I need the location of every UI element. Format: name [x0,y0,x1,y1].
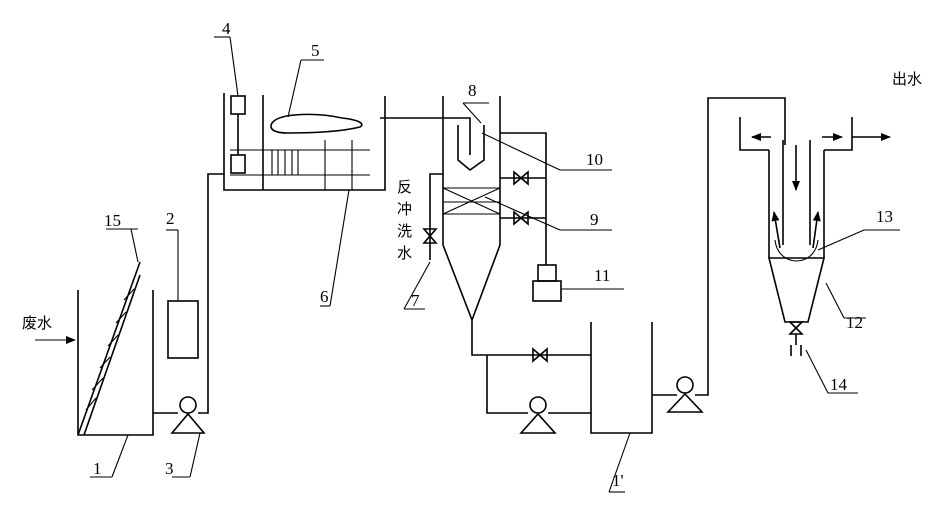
label-15: 15 [104,211,121,230]
valve-7 [422,228,438,244]
equipment-2 [167,300,199,359]
pump-settler [676,376,694,394]
label-9: 9 [590,210,599,229]
label-5: 5 [311,41,320,60]
backwash-char-4: 水 [397,244,412,262]
backwash-char-1: 反 [397,178,412,196]
valve-bottom [532,347,548,363]
label-7: 7 [411,291,420,310]
label-14: 14 [830,375,848,394]
tank-1-prime [590,322,653,434]
label-10: 10 [586,150,603,169]
label-3: 3 [165,459,174,478]
valve-9a [513,170,529,186]
backwash-char-3: 洗 [397,222,412,240]
filter-unit [442,96,501,323]
membrane-5 [270,113,363,134]
sensor-lower [230,154,246,174]
reactor-tank [223,93,386,191]
label-13: 13 [876,207,893,226]
label-12: 12 [846,313,863,332]
label-2: 2 [166,209,175,228]
valve-14 [788,321,804,335]
pump-recirc [529,396,547,414]
label-11: 11 [594,266,610,285]
settling-tank-12 [739,117,891,356]
sensor-upper [230,95,246,115]
valve-9b [513,210,529,226]
outlet-label: 出水 [892,70,922,88]
regulating-tank-1 [77,261,154,436]
label-4: 4 [222,19,231,38]
label-1: 1 [93,459,102,478]
label-1-prime: 1' [612,471,624,490]
pump-3 [179,396,197,414]
label-6: 6 [320,287,329,306]
blower-11 [537,264,557,282]
label-8: 8 [468,81,477,100]
backwash-char-2: 冲 [397,200,412,218]
inlet-label: 废水 [22,314,52,332]
